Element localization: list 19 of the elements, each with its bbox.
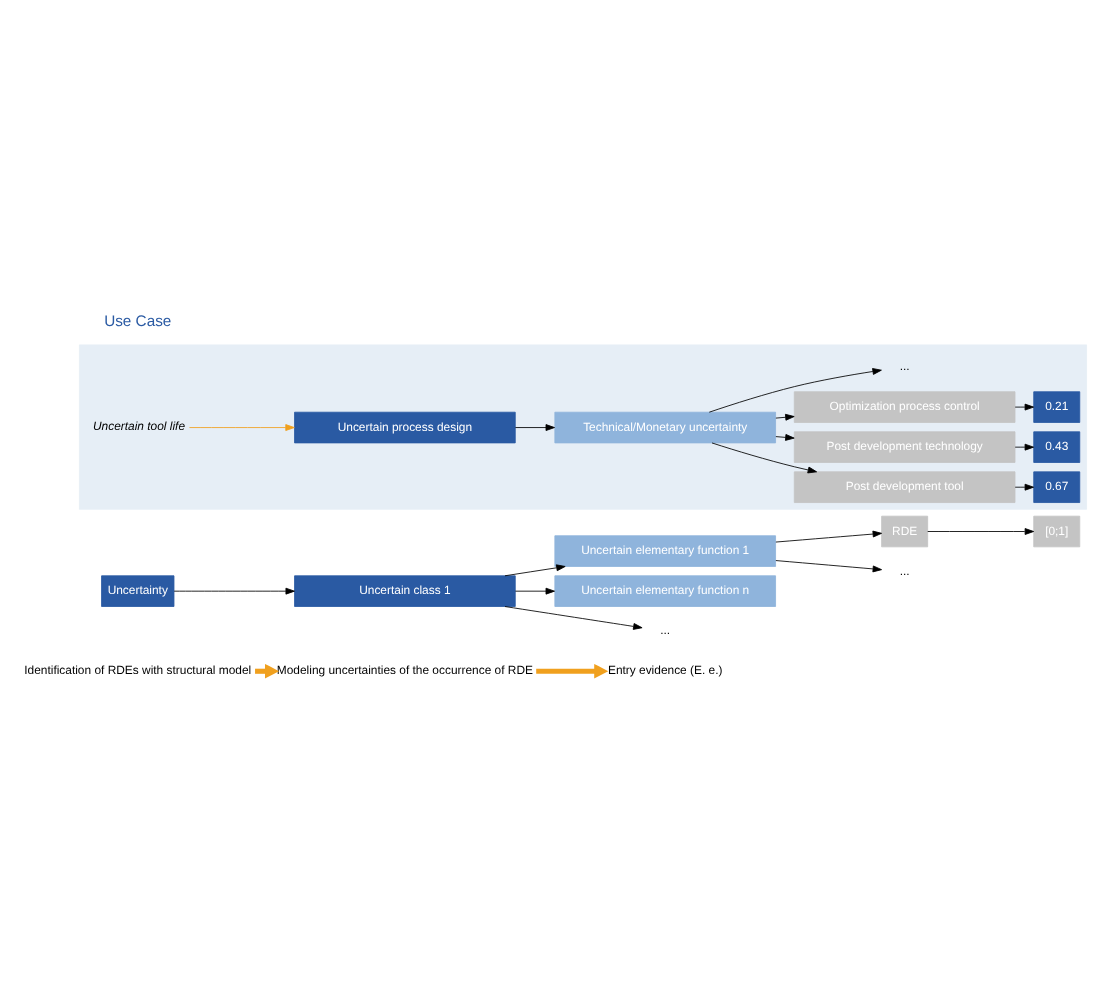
arrow <box>775 560 882 573</box>
arrow <box>775 434 795 441</box>
arrow <box>504 606 643 630</box>
arrow <box>189 424 295 431</box>
arrow <box>515 587 555 595</box>
arrow <box>927 528 1035 535</box>
arrow <box>1014 483 1034 491</box>
arrow <box>536 663 609 679</box>
cluster <box>78 344 1087 510</box>
arrow <box>1014 443 1034 451</box>
label: Use Case <box>104 312 172 331</box>
arrow <box>711 442 818 474</box>
arrow <box>173 587 295 595</box>
arrow <box>708 368 882 413</box>
arrow <box>775 530 882 543</box>
arrow <box>515 424 555 431</box>
arrow <box>775 413 795 421</box>
arrow <box>1014 403 1034 411</box>
arrow <box>504 564 566 577</box>
